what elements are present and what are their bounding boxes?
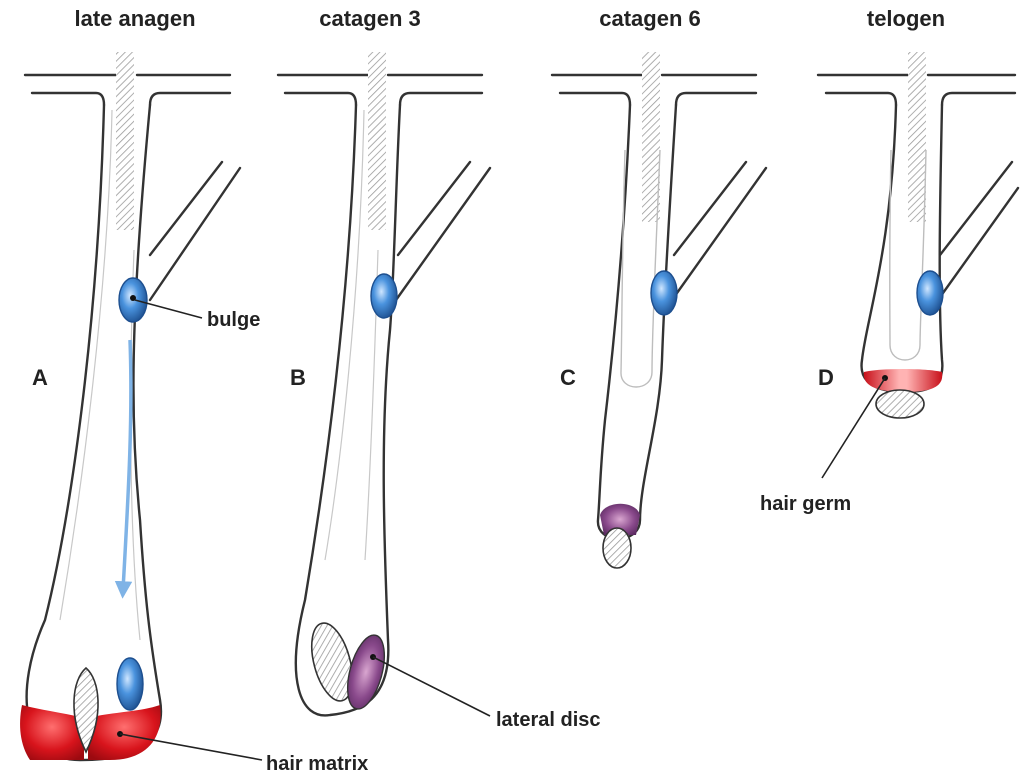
hair-shaft	[908, 52, 926, 222]
lateral-disc-label: lateral disc	[496, 709, 601, 731]
lateral-disc-leader-line	[373, 657, 490, 716]
hair-shaft	[368, 52, 386, 230]
follicle-outline-a	[27, 105, 161, 760]
follicle-outline-d	[862, 105, 943, 392]
dermal-papilla-d	[876, 390, 924, 418]
hair-germ	[864, 369, 942, 392]
migration-arrow	[123, 340, 131, 590]
follicle-outline-c	[598, 105, 676, 539]
hair-germ-leader-line	[822, 378, 885, 478]
panel-letter-d: D	[818, 365, 834, 390]
duct-inner	[674, 162, 746, 255]
panel-letter-c: C	[560, 365, 576, 390]
panel-c: catagen 6 C	[552, 6, 766, 568]
bulge-stem-cells-d	[917, 271, 943, 315]
hair-shaft	[116, 52, 134, 230]
duct-inner	[940, 162, 1012, 255]
hair-matrix-label: hair matrix	[266, 753, 368, 775]
dermal-papilla-c	[603, 528, 631, 568]
duct-inner	[398, 162, 470, 255]
bulge-label: bulge	[207, 309, 260, 331]
panel-title-c: catagen 6	[599, 6, 701, 31]
inner-sheath-line	[325, 110, 364, 560]
hair-germ-label: hair germ	[760, 493, 851, 515]
bulge-stem-cells-b	[371, 274, 397, 318]
duct-outer	[150, 168, 240, 300]
duct-outer	[396, 168, 490, 300]
panel-letter-b: B	[290, 365, 306, 390]
lower-stem-cells	[117, 658, 143, 710]
panel-d: telogen D hair germ	[760, 6, 1018, 515]
panel-title-a: late anagen	[74, 6, 195, 31]
panel-letter-a: A	[32, 365, 48, 390]
hair-shaft	[642, 52, 660, 222]
duct-outer	[672, 168, 766, 300]
bulge-stem-cells-c	[651, 271, 677, 315]
panel-b: catagen 3 B lateral disc	[278, 6, 601, 731]
panel-title-d: telogen	[867, 6, 945, 31]
panel-title-b: catagen 3	[319, 6, 421, 31]
hair-matrix-right	[88, 705, 161, 760]
